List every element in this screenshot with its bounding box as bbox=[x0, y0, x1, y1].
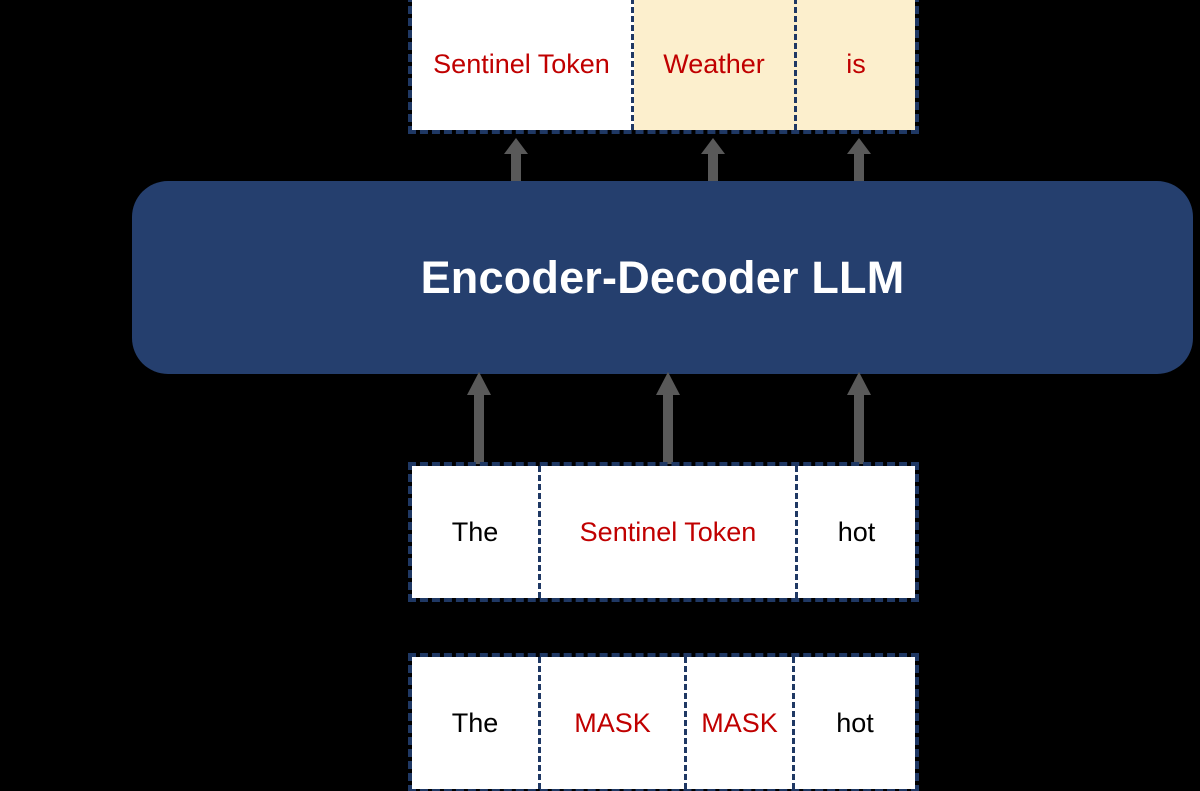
decoder-input-row: The Sentinel Token hot bbox=[408, 462, 919, 602]
decoder-output-row: Sentinel Token Weather is bbox=[408, 0, 919, 134]
arrow-target-to-model-3 bbox=[846, 372, 872, 464]
token-cell-output-1: Weather bbox=[634, 0, 797, 130]
arrow-target-to-model-2 bbox=[655, 372, 681, 464]
encoder-decoder-llm-block: Encoder-Decoder LLM bbox=[132, 181, 1193, 374]
arrow-model-to-output-1 bbox=[503, 138, 529, 184]
token-cell-target-2: hot bbox=[798, 466, 915, 598]
token-cell-output-0: Sentinel Token bbox=[412, 0, 634, 130]
token-cell-output-2: is bbox=[797, 0, 915, 130]
encoder-input-row: The MASK MASK hot bbox=[408, 653, 919, 791]
token-cell-input-2: MASK bbox=[687, 657, 795, 789]
arrow-model-to-output-3 bbox=[846, 138, 872, 184]
arrow-model-to-output-2 bbox=[700, 138, 726, 184]
token-cell-target-0: The bbox=[412, 466, 541, 598]
arrow-target-to-model-1 bbox=[466, 372, 492, 464]
token-cell-input-1: MASK bbox=[541, 657, 687, 789]
token-cell-target-1: Sentinel Token bbox=[541, 466, 798, 598]
token-cell-input-3: hot bbox=[795, 657, 915, 789]
model-label: Encoder-Decoder LLM bbox=[420, 251, 905, 303]
token-cell-input-0: The bbox=[412, 657, 541, 789]
